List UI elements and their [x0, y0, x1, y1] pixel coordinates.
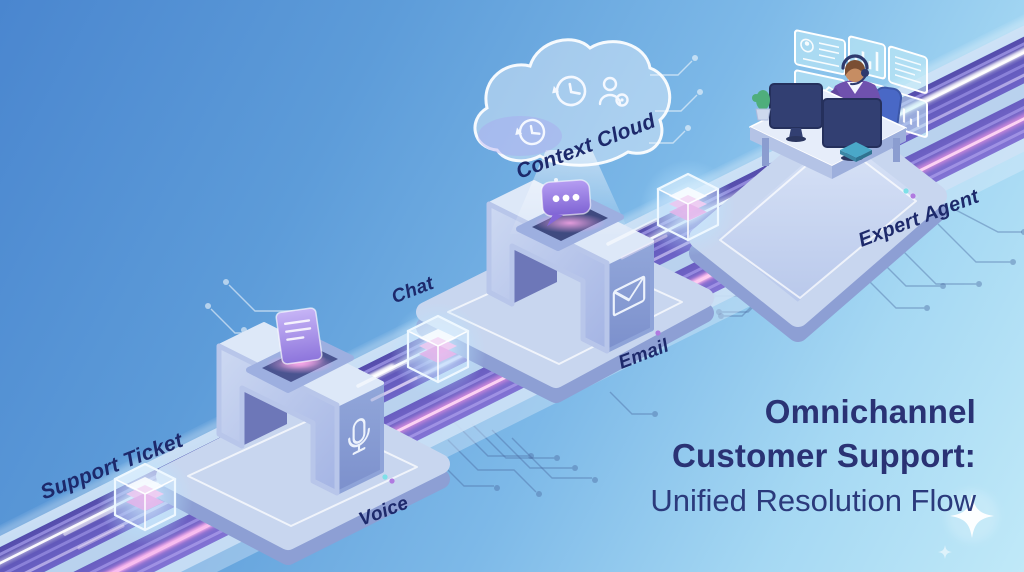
user-profile-screen: [800, 38, 839, 68]
title-line-2: Customer Support:: [671, 436, 976, 474]
history-clock-icon: [515, 118, 546, 146]
email-gate-pedestal: [516, 179, 624, 251]
history-clock-icon: [552, 75, 587, 107]
envelope-icon: [612, 275, 646, 317]
voice-gate-pedestal: [246, 307, 354, 393]
email-gate: [486, 150, 654, 354]
text-screen: [895, 56, 921, 84]
microphone-icon: [348, 418, 370, 455]
page-title: Omnichannel Customer Support: Unified Re…: [650, 390, 976, 522]
title-line-1: Omnichannel: [764, 393, 976, 430]
cactus-plant: [752, 90, 771, 121]
context-cloud: [473, 38, 672, 167]
book: [840, 142, 872, 162]
expert-agent-platform: [689, 29, 947, 342]
ticket-document-icon: [275, 307, 327, 370]
voice-gate: [216, 307, 384, 496]
title-line-3: Unified Resolution Flow: [650, 483, 976, 519]
sparkle-icon: [937, 490, 998, 560]
user-gear-icon: [598, 76, 629, 107]
chat-bubble-icon: [540, 179, 592, 227]
headset-icon: [841, 54, 869, 70]
circuit-traces: [429, 207, 1024, 497]
